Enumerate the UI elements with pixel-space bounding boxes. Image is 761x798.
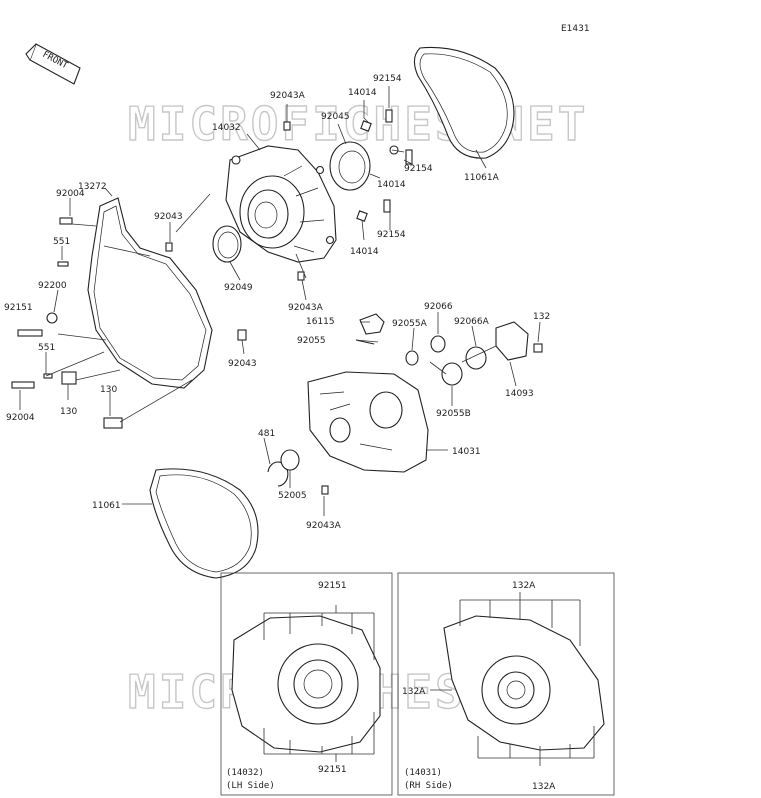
part-label-p130_a: 130 bbox=[100, 385, 117, 395]
seal-92045-drawing bbox=[329, 141, 371, 191]
gasket-13272-drawing bbox=[87, 197, 213, 389]
part-label-p92154_b: 92154 bbox=[404, 164, 433, 174]
inset-left-top-label: 92151 bbox=[318, 581, 347, 591]
part-label-p481: 481 bbox=[258, 429, 275, 439]
part-label-p16115: 16115 bbox=[306, 317, 335, 327]
part-label-p14014_c: 14014 bbox=[350, 247, 379, 257]
inset-right-side-label: 132A bbox=[402, 687, 426, 697]
part-label-p14031: 14031 bbox=[452, 447, 481, 457]
part-label-p92066: 92066 bbox=[424, 302, 453, 312]
inset-right-panel bbox=[397, 572, 615, 796]
inset-left-bottom-label: 92151 bbox=[318, 765, 347, 775]
part-label-p52005: 52005 bbox=[278, 491, 307, 501]
part-label-p92049: 92049 bbox=[224, 283, 253, 293]
part-label-p551_b: 551 bbox=[38, 343, 55, 353]
part-label-p92004_b: 92004 bbox=[6, 413, 35, 423]
part-label-p14093: 14093 bbox=[505, 389, 534, 399]
part-label-p92055A: 92055A bbox=[392, 319, 428, 329]
oring-92049-drawing bbox=[212, 225, 242, 263]
part-label-p92004_a: 92004 bbox=[56, 189, 85, 199]
part-label-p92055: 92055 bbox=[297, 336, 326, 346]
small-fasteners-top bbox=[165, 109, 413, 281]
part-label-p92043_a: 92043 bbox=[154, 212, 183, 222]
inset-left-panel bbox=[220, 572, 393, 796]
inset-right-bottom-label: 132A bbox=[532, 782, 556, 792]
part-label-p92043A_bot: 92043A bbox=[306, 521, 342, 531]
part-label-p92055B: 92055B bbox=[436, 409, 471, 419]
part-label-p92154_a: 92154 bbox=[373, 74, 402, 84]
part-label-p92045: 92045 bbox=[321, 112, 350, 122]
cover-14031-drawing bbox=[307, 371, 429, 473]
part-label-p92043A_top: 92043A bbox=[270, 91, 306, 101]
part-label-p11061A: 11061A bbox=[464, 173, 500, 183]
part-label-p92043A_mid: 92043A bbox=[288, 303, 324, 313]
part-labels: 92043A 14014 92154 14032 92045 92154 14014 1106… bbox=[4, 74, 550, 531]
part-label-p14032: 14032 bbox=[212, 123, 241, 133]
part-label-p92151_a: 92151 bbox=[4, 303, 33, 313]
leader-lines bbox=[19, 86, 541, 516]
bolts-left bbox=[11, 217, 247, 429]
inset-left-caption-1: (14032) bbox=[226, 768, 264, 778]
part-label-p92043_b: 92043 bbox=[228, 359, 257, 369]
part-label-p14014_a: 14014 bbox=[348, 88, 377, 98]
inset-right-top-label: 132A bbox=[512, 581, 536, 591]
part-label-p130_b: 130 bbox=[60, 407, 77, 417]
inset-right-caption-1: (14031) bbox=[404, 768, 442, 778]
right-small-parts bbox=[267, 313, 543, 495]
part-label-p13272: 13272 bbox=[78, 182, 107, 192]
part-label-p11061: 11061 bbox=[92, 501, 121, 511]
part-label-p92200: 92200 bbox=[38, 281, 67, 291]
gasket-11061A-drawing bbox=[413, 46, 515, 159]
cover-14032-drawing bbox=[225, 145, 337, 263]
part-label-p132: 132 bbox=[533, 312, 550, 322]
gasket-11061-drawing bbox=[149, 468, 259, 579]
inset-right-caption-2: (RH Side) bbox=[404, 781, 453, 791]
diagram-code: E1431 bbox=[561, 24, 590, 34]
part-label-p14014_b: 14014 bbox=[377, 180, 406, 190]
inset-left-caption-2: (LH Side) bbox=[226, 781, 275, 791]
watermark-top: MICROFICHES.NET bbox=[128, 97, 588, 151]
front-arrow-icon: FRONT bbox=[25, 43, 81, 85]
part-label-p92066A: 92066A bbox=[454, 317, 490, 327]
part-label-p551_a: 551 bbox=[53, 237, 70, 247]
part-label-p92154_c: 92154 bbox=[377, 230, 406, 240]
